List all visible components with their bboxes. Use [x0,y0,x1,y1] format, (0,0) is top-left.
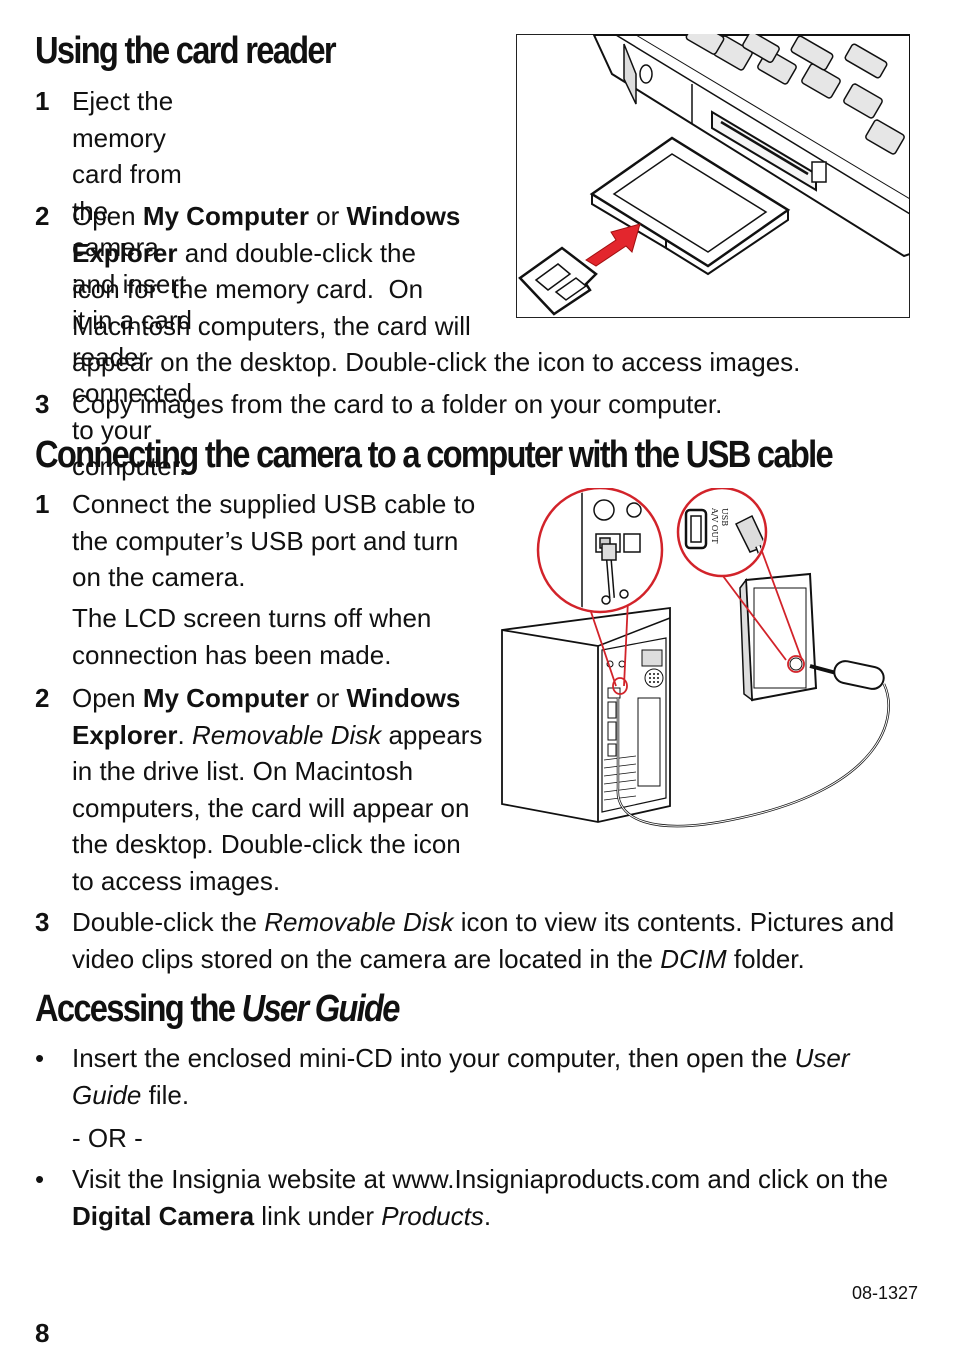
step-text: icon to view its contents. Pictures and [453,907,895,937]
step-text: Open [72,201,143,231]
step-text-line: Connect the supplied USB cable to [72,489,476,519]
step-text: and double-click the [177,237,416,268]
products-term: Products [381,1200,484,1231]
step-text-line: computers, the card will appear on [72,792,470,823]
step-text-line: in the drive list. On Macintosh [72,756,414,786]
note-line: The LCD screen turns off when [72,603,432,633]
step-text: Double-click the [72,907,265,937]
dcim-term: DCIM [660,943,727,974]
page-number: 8 [35,1318,50,1348]
step-text-line: the computer’s USB port and turn [72,525,459,556]
step-text: . [177,719,192,750]
my-computer-term: My Computer [142,683,309,713]
guide-term: Guide [72,1079,142,1110]
step-text-line: camera and insert it in a card reader [72,232,192,372]
step-text-line: Copy images from the card to a folder on… [72,389,723,419]
bullet-text-line: Visit the Insignia website at www.Insign… [72,1164,889,1194]
explorer-term: Explorer [72,237,178,268]
bullet-text: . [483,1200,492,1231]
card-reader-illustration [516,21,911,318]
removable-disk-term: Removable Disk [191,719,382,750]
section-title-usb: Connecting the camera to a computer with… [35,434,834,476]
title-plain: Accessing the [35,988,242,1030]
laptop-card-slot-image [516,21,911,318]
section-title-user-guide: Accessing the User Guide [35,988,401,1031]
step-number: 3 [35,907,50,937]
bullet-mark: • [35,1043,45,1073]
bullet-text: file. [141,1079,190,1110]
step-text-line: connected to your computer. [72,378,192,481]
step-text: appears [381,719,483,750]
title-italic: User Guide [241,988,401,1030]
removable-disk-term: Removable Disk [264,907,454,937]
user-term: User [794,1043,850,1073]
step-text-line: Eject the memory card from the [72,86,182,226]
step-text: or [308,201,347,231]
usb-port-label: USB [720,508,729,526]
step-text: folder. [726,943,805,974]
av-out-label: A/V OUT [710,507,719,544]
step-text: video clips stored on the camera are loc… [72,943,661,974]
usb-connection-illustration: USB A/V OUT [500,486,900,848]
or-separator: - OR - [72,1123,143,1153]
step-text: or [308,683,347,713]
document-code: 08-1327 [851,1283,918,1303]
my-computer-term: My Computer [142,201,309,231]
bullet-text: Insert the enclosed mini-CD into your co… [72,1043,795,1073]
step-text-line: on the camera. [72,562,246,592]
step-text-line: icon for the memory card. On [72,274,424,304]
windows-term: Windows [346,683,461,713]
step-number: 3 [35,389,50,419]
computer-camera-usb-image: USB A/V OUT [501,486,890,828]
note-line: connection has been made. [72,639,392,670]
step-text-line: appear on the desktop. Double-click the … [72,347,801,377]
step-text: Open [72,683,143,713]
step-text-line: Macintosh computers, the card will [72,310,471,341]
digital-camera-link-term: Digital Camera [72,1200,255,1231]
step-number: 1 [35,86,50,116]
windows-term: Windows [346,201,461,231]
step-number: 2 [35,201,50,231]
bullet-text: link under [254,1200,382,1231]
step-text-line: the desktop. Double-click the icon [72,829,461,859]
section-title-card-reader: Using the card reader [35,30,337,72]
usb-step-1-note: The LCD screen turns off when connection… [72,600,431,673]
step-text-line: to access images. [72,865,281,896]
bullet-mark: • [35,1164,45,1194]
step-number: 2 [35,683,50,713]
explorer-term: Explorer [72,719,178,750]
step-number: 1 [35,489,50,519]
